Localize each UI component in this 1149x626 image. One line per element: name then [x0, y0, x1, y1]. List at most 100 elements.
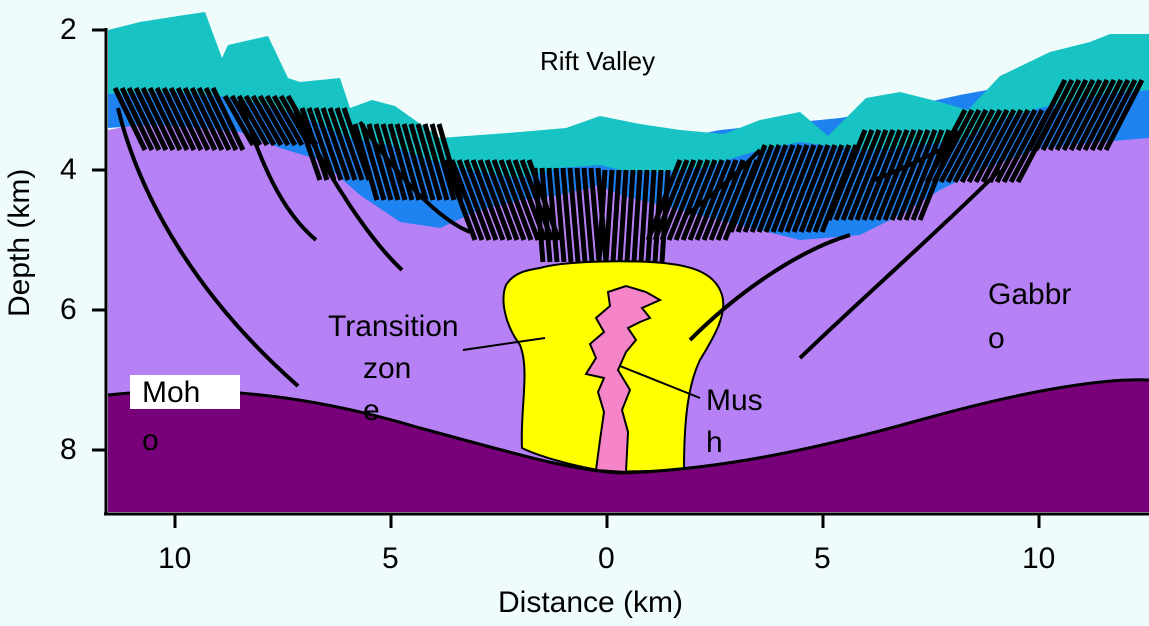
fault-line [116, 107, 300, 388]
dike-stroke [903, 129, 945, 221]
dike-stroke [624, 169, 636, 263]
dike-stroke [203, 86, 239, 152]
dike-stroke [756, 144, 796, 233]
y-axis-label: Depth (km) [3, 168, 36, 317]
fault-line [298, 117, 404, 272]
dike-stroke [449, 159, 485, 241]
dike-stroke [154, 86, 190, 152]
x-tick-label: 0 [598, 542, 615, 575]
dike-stroke [659, 159, 697, 241]
dike-stroke [491, 159, 527, 241]
gabbro-label-line1: Gabbr [988, 278, 1072, 311]
dike-stroke [373, 123, 401, 201]
dike-stroke [610, 169, 622, 263]
transition-zone-label-line1: Transition [328, 310, 459, 343]
mush-label-line1: Mus [706, 384, 763, 417]
fault-line [798, 168, 1002, 360]
dike-stroke [442, 159, 478, 241]
dike-stroke [596, 169, 608, 263]
moho-label-box [130, 375, 240, 409]
dike-stroke [791, 144, 831, 233]
dike-stroke [1047, 78, 1089, 152]
dike-stroke [645, 169, 657, 263]
rift-valley-label: Rift Valley [540, 46, 656, 76]
fault-line [688, 233, 851, 342]
dike-stroke [140, 86, 176, 152]
dike-stroke [728, 144, 768, 233]
dike-stroke [147, 86, 183, 152]
x-tick-label: 5 [814, 542, 831, 575]
dike-stroke [306, 107, 337, 181]
dike-stroke [574, 167, 588, 263]
dike-stroke [463, 159, 499, 241]
dike-stroke [777, 144, 817, 233]
dike-stroke [847, 129, 889, 221]
dike-stroke [408, 123, 436, 201]
dike-stroke [840, 129, 882, 221]
dike-stroke [133, 86, 169, 152]
gabbro-label-line2: o [988, 322, 1005, 355]
dike-stroke [854, 129, 896, 221]
dike-stroke [1103, 78, 1145, 152]
dike-stroke [1026, 78, 1068, 152]
dike-stroke [938, 108, 982, 184]
fault-line [358, 120, 471, 234]
dike-stroke [959, 108, 1003, 184]
dike-stroke [320, 107, 351, 181]
mush-shape [584, 284, 663, 474]
dike-stroke [931, 108, 975, 184]
dike-stroke [1096, 78, 1138, 152]
x-axis-label: Distance (km) [498, 586, 684, 619]
dike-stroke [770, 144, 810, 233]
x-tick-label: 10 [158, 542, 192, 575]
fault-lines [116, 99, 1002, 388]
dike-stroke [680, 159, 718, 241]
dike-stroke [470, 159, 506, 241]
dike-stroke [889, 129, 931, 221]
dike-stroke [805, 144, 845, 233]
y-tick-marks [92, 28, 106, 452]
dike-stroke [631, 169, 643, 263]
transition-zone-label-line3: e [363, 394, 380, 427]
fault-line [238, 99, 318, 242]
dike-stroke [875, 129, 917, 221]
dike-stroke [1068, 78, 1110, 152]
dike-stroke [161, 86, 197, 152]
dike-stroke [189, 86, 225, 152]
dike-stroke [505, 159, 541, 241]
fault-line [873, 148, 941, 182]
dike-stroke [952, 108, 996, 184]
dike-stroke [749, 144, 789, 233]
dike-stroke [477, 159, 513, 241]
dike-stroke [798, 144, 838, 233]
dike-stroke [980, 108, 1024, 184]
dike-stroke [532, 167, 546, 263]
dike-stroke [484, 159, 520, 241]
x-tick-label: 5 [382, 542, 399, 575]
dike-stroke [666, 159, 704, 241]
dike-stroke [994, 108, 1038, 184]
dike-stroke [882, 129, 924, 221]
dike-stroke [603, 169, 615, 263]
dike-stroke [112, 86, 148, 152]
y-tick-label: 4 [60, 153, 77, 186]
moho-label-line2: o [142, 424, 159, 457]
dike-stroke [945, 108, 989, 184]
dike-stroke [394, 123, 422, 201]
dike-stroke [567, 167, 581, 263]
dike-stroke [763, 144, 803, 233]
dike-stroke [924, 108, 968, 184]
dike-stroke [175, 86, 211, 152]
dike-stroke [422, 123, 450, 201]
dike-stroke [1082, 78, 1124, 152]
dike-stroke [182, 86, 218, 152]
y-tick-label: 6 [60, 293, 77, 326]
dike-stroke [313, 107, 344, 181]
dike-stroke [638, 169, 650, 263]
transition-zone-label-line2: zon [363, 352, 412, 385]
dike-stroke [243, 94, 277, 147]
dike-stroke [673, 159, 711, 241]
dike-stroke [359, 123, 387, 201]
dike-stroke [1061, 78, 1103, 152]
dike-stroke [264, 94, 298, 147]
